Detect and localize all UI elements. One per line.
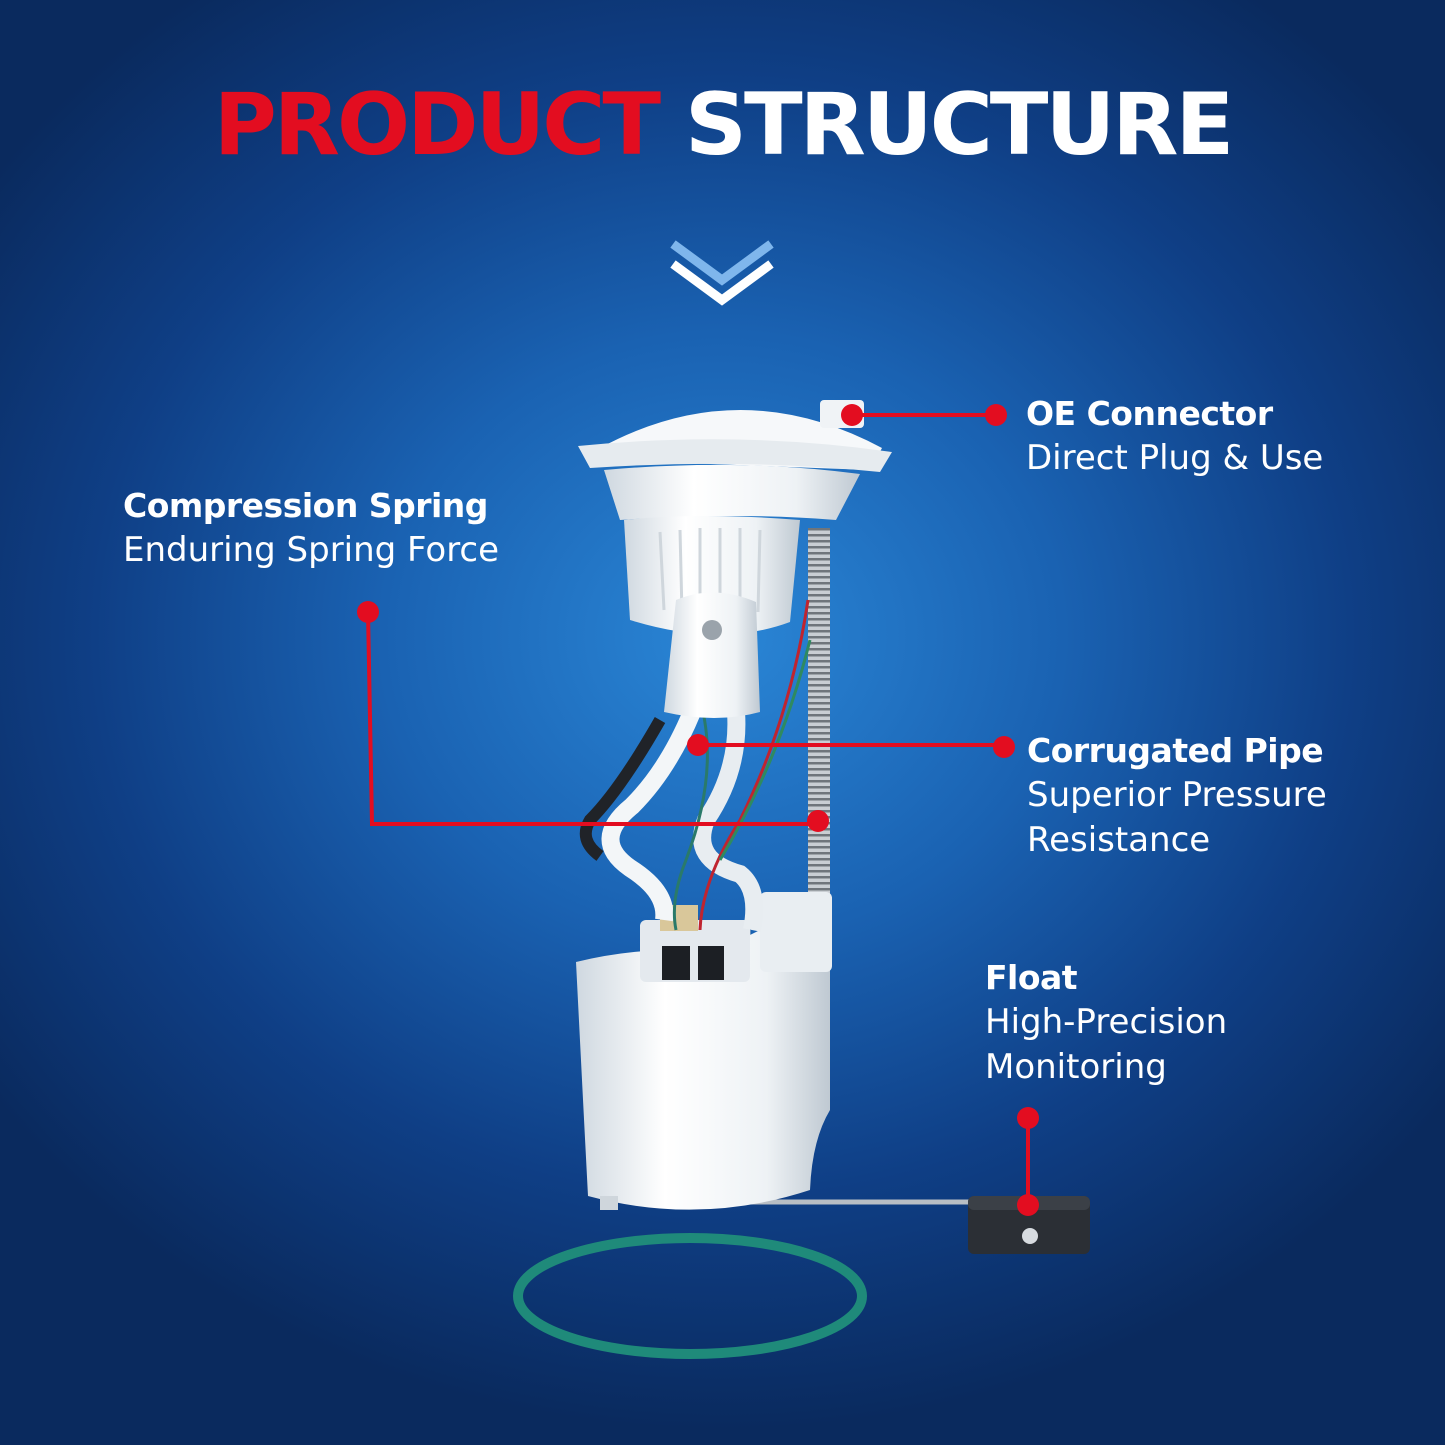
- compression-spring-marker: [807, 810, 829, 832]
- callout-float: Float High-Precision Monitoring: [985, 956, 1227, 1090]
- callout-oe-connector: OE Connector Direct Plug & Use: [1026, 392, 1323, 481]
- o-ring-gasket: [513, 1233, 867, 1359]
- leader-dots: [357, 404, 1039, 1216]
- callout-description: Resistance: [1027, 820, 1211, 860]
- callout-compression-spring: Compression Spring Enduring Spring Force: [123, 484, 499, 573]
- callout-heading: Compression Spring: [123, 486, 488, 525]
- corrugated-pipe-part: [579, 599, 812, 932]
- callout-description: Direct Plug & Use: [1026, 438, 1324, 478]
- float-part: [968, 1196, 1090, 1254]
- callout-heading: Corrugated Pipe: [1027, 731, 1324, 770]
- callout-heading: Float: [985, 958, 1078, 997]
- page-title: PRODUCT STRUCTURE: [0, 82, 1445, 168]
- oe-connector-marker: [841, 404, 863, 426]
- title-part-product: PRODUCT: [213, 75, 661, 175]
- compression-spring-part: [808, 528, 830, 908]
- pump-head: [578, 400, 892, 718]
- corrugated-pipe-label-marker: [993, 736, 1015, 758]
- compression-spring-label-marker: [357, 601, 379, 623]
- callout-corrugated-pipe: Corrugated Pipe Superior Pressure Resist…: [1027, 729, 1327, 863]
- corrugated-pipe-marker: [687, 734, 709, 756]
- callout-heading: OE Connector: [1026, 394, 1273, 433]
- float-marker: [1017, 1194, 1039, 1216]
- title-part-structure: STRUCTURE: [685, 75, 1234, 175]
- callout-description: Monitoring: [985, 1047, 1167, 1087]
- double-chevron-down-icon: [670, 240, 774, 306]
- oe-connector-label-marker: [985, 404, 1007, 426]
- callout-description: Enduring Spring Force: [123, 530, 500, 570]
- callout-description: High-Precision: [985, 1002, 1228, 1042]
- float-label-marker: [1017, 1107, 1039, 1129]
- callout-description: Superior Pressure: [1027, 775, 1327, 815]
- leader-lines: [366, 413, 1030, 1205]
- reservoir-bucket: [576, 892, 832, 1210]
